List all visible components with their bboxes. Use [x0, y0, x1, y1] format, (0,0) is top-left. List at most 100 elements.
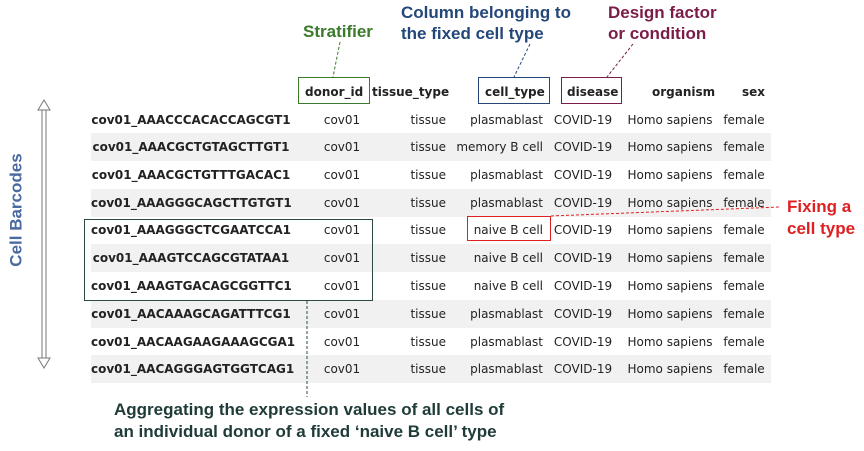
row-donor-id: cov01: [323, 335, 361, 349]
header-disease: disease: [567, 85, 619, 99]
disease-box: [561, 77, 622, 104]
row-organism: Homo sapiens: [627, 279, 713, 293]
table-row: cov01_AAAGGGCAGCTTGTGT1 cov01 tissue plasma…: [91, 189, 771, 217]
fixed-cell-type-box: [467, 216, 551, 241]
row-sex: female: [723, 335, 765, 349]
table-row: cov01_AAACCCACACCAGCGT1 cov01 tissue plasma…: [91, 106, 771, 134]
column-annotation-line2: the fixed cell type: [401, 24, 544, 43]
row-organism: Homo sapiens: [627, 196, 713, 210]
row-organism: Homo sapiens: [627, 251, 713, 265]
design-annotation-line1: Design factor: [608, 3, 717, 22]
row-cell-type: naive B cell: [473, 279, 543, 293]
aggregating-annotation-line1: Aggregating the expression values of all…: [114, 400, 505, 419]
table-row: cov01_AACAAAGCAGATTTCG1 cov01 tissue plasma…: [91, 300, 771, 328]
stratifier-label: Stratifier: [303, 22, 373, 41]
fixing-annotation-line1: Fixing a: [787, 197, 852, 216]
row-disease: COVID-19: [553, 223, 613, 237]
row-barcode: cov01_AACAAGAAGAAAGCGA1: [91, 335, 296, 349]
row-tissue-type: tissue: [410, 335, 446, 349]
stratifier-box: [298, 77, 370, 104]
table-row: cov01_AAACGCTGTTTGACAC1 cov01 tissue plasma…: [91, 161, 771, 189]
fixing-connector: [550, 206, 781, 217]
row-donor-id: cov01: [323, 140, 361, 154]
row-donor-id: cov01: [323, 196, 361, 210]
row-tissue-type: tissue: [410, 223, 446, 237]
row-barcode: cov01_AAACGCTGTTTGACAC1: [91, 168, 291, 182]
row-donor-id: cov01: [323, 307, 361, 321]
design-annotation-line2: or condition: [608, 24, 707, 43]
column-annotation-line1: Column belonging to: [401, 3, 571, 22]
aggregation-group-box: [84, 219, 373, 301]
header-donor-id: donor_id: [305, 85, 364, 99]
row-tissue-type: tissue: [410, 279, 446, 293]
row-sex: female: [723, 362, 765, 376]
row-disease: COVID-19: [553, 251, 613, 265]
row-cell-type: plasmablast: [470, 196, 543, 210]
row-barcode: cov01_AAAGTCCAGCGTATAA1: [92, 251, 290, 265]
cell-type-box: [478, 77, 550, 104]
row-sex: female: [723, 140, 765, 154]
table-row: cov01_AAACGCTGTAGCTTGT1 cov01 tissue memory…: [91, 133, 771, 161]
row-cell-type: memory B cell: [456, 140, 543, 154]
row-tissue-type: tissue: [410, 168, 446, 182]
row-barcode: cov01_AACAAAGCAGATTTCG1: [91, 307, 291, 321]
row-sex: female: [723, 251, 765, 265]
row-cell-type: plasmablast: [470, 113, 543, 127]
row-organism: Homo sapiens: [627, 335, 713, 349]
row-sex: female: [723, 168, 765, 182]
row-tissue-type: tissue: [410, 196, 446, 210]
row-cell-type: naive B cell: [473, 223, 543, 237]
table-row: cov01_AACAGGGAGTGGTCAG1 cov01 tissue plasma…: [91, 355, 771, 383]
row-barcode: cov01_AAACCCACACCAGCGT1: [91, 113, 291, 127]
row-organism: Homo sapiens: [627, 140, 713, 154]
row-cell-type: plasmablast: [470, 362, 543, 376]
row-cell-type: naive B cell: [473, 251, 543, 265]
row-disease: COVID-19: [553, 196, 613, 210]
row-barcode: cov01_AAAGGGCAGCTTGTGT1: [91, 196, 292, 210]
aggregating-annotation-line2: an individual donor of a fixed ‘naive B …: [114, 422, 497, 441]
header-sex: sex: [742, 85, 766, 99]
row-tissue-type: tissue: [410, 140, 446, 154]
row-barcode: cov01_AACAGGGAGTGGTCAG1: [91, 362, 295, 376]
row-sex: female: [723, 196, 765, 210]
row-disease: COVID-19: [553, 140, 613, 154]
row-sex: female: [723, 223, 765, 237]
header-organism: organism: [652, 85, 716, 99]
row-tissue-type: tissue: [410, 251, 446, 265]
row-tissue-type: tissue: [410, 362, 446, 376]
row-donor-id: cov01: [323, 251, 361, 265]
column-connector: [513, 43, 531, 78]
row-tissue-type: tissue: [410, 307, 446, 321]
row-organism: Homo sapiens: [627, 113, 713, 127]
row-organism: Homo sapiens: [627, 307, 713, 321]
row-disease: COVID-19: [553, 113, 613, 127]
row-cell-type: plasmablast: [470, 307, 543, 321]
row-tissue-type: tissue: [410, 113, 446, 127]
row-organism: Homo sapiens: [627, 223, 713, 237]
header-tissue-type: tissue_type: [372, 85, 450, 99]
row-disease: COVID-19: [553, 168, 613, 182]
row-sex: female: [723, 113, 765, 127]
double-arrow-icon: [37, 99, 51, 369]
row-disease: COVID-19: [553, 279, 613, 293]
row-donor-id: cov01: [323, 362, 361, 376]
row-barcode: cov01_AAACGCTGTAGCTTGT1: [92, 140, 290, 154]
table-row: cov01_AAAGTCCAGCGTATAA1 cov01 tissue naive …: [91, 244, 771, 272]
row-barcode: cov01_AAAGGGCTCGAATCCA1: [91, 223, 292, 237]
row-cell-type: plasmablast: [470, 168, 543, 182]
stratifier-connector: [332, 41, 341, 78]
row-donor-id: cov01: [323, 168, 361, 182]
row-disease: COVID-19: [553, 362, 613, 376]
row-cell-type: plasmablast: [470, 335, 543, 349]
design-connector: [606, 43, 634, 78]
fixing-annotation-line2: cell type: [787, 219, 856, 238]
row-organism: Homo sapiens: [627, 362, 713, 376]
row-disease: COVID-19: [553, 307, 613, 321]
row-barcode: cov01_AAAGTGACAGCGGTTC1: [91, 279, 292, 293]
row-disease: COVID-19: [553, 335, 613, 349]
row-donor-id: cov01: [323, 113, 361, 127]
row-organism: Homo sapiens: [627, 168, 713, 182]
